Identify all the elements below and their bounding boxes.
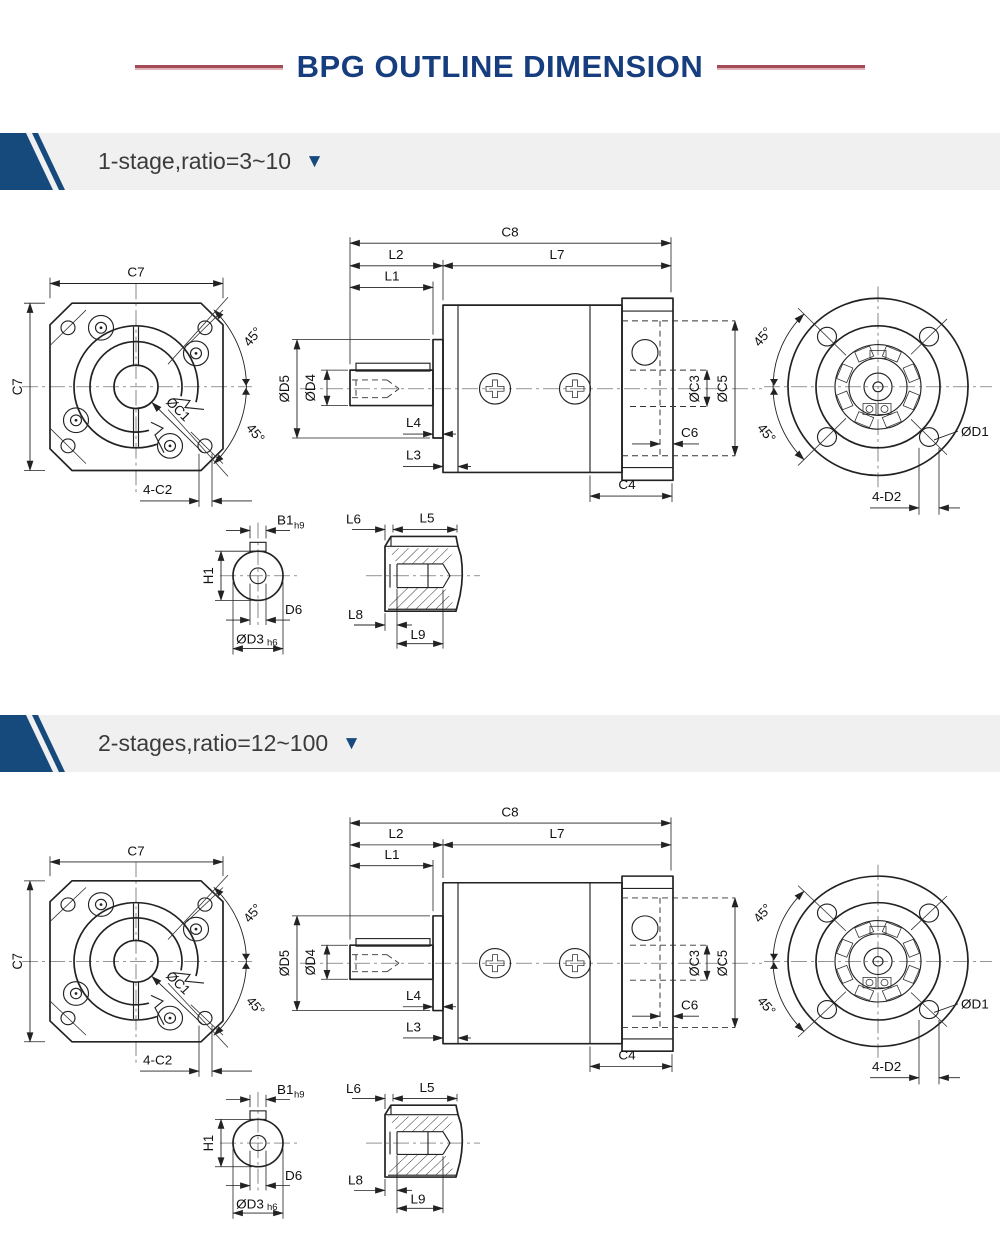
gearbox-outline-drawing: C7 C7 ØC1 4-C2 45° 45° [10, 805, 992, 1219]
dim-label-45-rear-top: 45° [750, 901, 775, 925]
drawing-1stage: C7 C7 ØC1 4-C2 45° 45° [0, 190, 1000, 687]
front-flange-view: C7 C7 ØC1 4-C2 45° 45° [10, 844, 268, 1077]
dim-label-c8: C8 [501, 805, 518, 820]
rear-flange-view: 45° 45° ØD1 4-D2 [750, 864, 992, 1085]
dim-label-l9: L9 [410, 627, 425, 642]
dim-label-l6: L6 [346, 1081, 361, 1096]
shaft-cross-section-view: B1 h9 H1 D6 ØD3 h6 [201, 513, 305, 655]
dim-label-c6: C6 [681, 425, 698, 440]
dim-label-45-rear-bottom: 45° [754, 994, 779, 1018]
dim-label-l3: L3 [406, 448, 421, 463]
side-section-view: C8 L2 L7 L1 ØD5 ØD4 L4 L3 ØC3 ØC5 C6 [277, 805, 762, 1073]
section-label: 1-stage,ratio=3~10 [98, 148, 292, 174]
collapse-arrow-icon[interactable]: ▼ [305, 151, 324, 172]
dim-label-d4: ØD4 [303, 374, 318, 402]
dim-label-d1: ØD1 [961, 997, 989, 1012]
dim-label-d6: D6 [285, 1168, 302, 1183]
dim-label-c2: 4-C2 [143, 1053, 172, 1068]
dim-label-l4: L4 [406, 415, 422, 430]
dim-label-l6: L6 [346, 512, 361, 527]
title-rule-right [717, 65, 866, 68]
dim-label-c5: ØC5 [715, 375, 730, 402]
dim-label-c7-left: C7 [10, 953, 25, 969]
dim-label-c8: C8 [501, 224, 518, 239]
dim-label-l5: L5 [419, 511, 434, 526]
dim-label-h1: H1 [201, 1135, 216, 1151]
dim-label-l1: L1 [384, 847, 399, 862]
dim-label-l8: L8 [348, 1173, 363, 1188]
dim-label-b1-tol: h9 [294, 1090, 305, 1100]
dim-label-45-front-bottom: 45° [243, 421, 268, 446]
dim-label-l5: L5 [419, 1080, 434, 1095]
dim-label-c2: 4-C2 [143, 482, 172, 497]
dim-label-d3: ØD3 [236, 632, 264, 647]
dim-label-d4: ØD4 [303, 949, 318, 975]
side-section-view: C8 L2 L7 L1 ØD5 ØD4 L4 L3 ØC3 ØC5 C6 [277, 224, 762, 502]
dim-label-d6: D6 [285, 602, 302, 617]
dim-label-l2: L2 [388, 827, 403, 842]
dim-label-c7-top: C7 [127, 265, 144, 280]
dim-label-l7: L7 [549, 827, 564, 842]
title-bar: BPG OUTLINE DIMENSION [0, 0, 1000, 133]
drawing-2stages: C7 C7 ØC1 4-C2 45° 45° [0, 772, 1000, 1250]
dim-label-c6: C6 [681, 998, 698, 1013]
bearing-cage-slots [836, 345, 920, 429]
collapse-arrow-icon[interactable]: ▼ [342, 733, 361, 754]
dim-label-d5: ØD5 [277, 375, 292, 402]
dim-label-l4: L4 [406, 988, 421, 1003]
dim-label-d3: ØD3 [236, 1197, 264, 1212]
housing-screws [478, 947, 592, 979]
dim-label-d1: ØD1 [961, 424, 989, 439]
front-flange-view: C7 C7 ØC1 4-C2 45° 45° [10, 265, 268, 507]
dim-label-45-rear-top: 45° [750, 324, 775, 349]
section-flag-icon [0, 715, 65, 772]
gearbox-outline-drawing: C7 C7 ØC1 4-C2 45° 45° [10, 224, 992, 655]
section-header-2stages[interactable]: 2-stages,ratio=12~100 ▼ [0, 715, 1000, 772]
dim-label-45-front-top: 45° [240, 324, 265, 349]
dim-label-c7-top: C7 [127, 844, 144, 859]
section-spacer [0, 687, 1000, 715]
dim-label-45-front-top: 45° [240, 901, 265, 925]
dim-label-b1-tol: h9 [294, 520, 305, 531]
title-rule-left [134, 65, 283, 68]
dim-label-h1: H1 [201, 567, 216, 584]
dim-label-l7: L7 [549, 247, 564, 262]
dim-label-d3-tol: h6 [267, 637, 278, 648]
section-header-1stage[interactable]: 1-stage,ratio=3~10 ▼ [0, 133, 1000, 190]
dim-label-d3-tol: h6 [267, 1202, 278, 1212]
dim-label-c4: C4 [618, 1048, 635, 1063]
dim-label-l1: L1 [384, 269, 399, 284]
dim-label-c5: ØC5 [715, 950, 730, 976]
shaft-cross-section-view: B1 h9 H1 D6 ØD3 h6 [201, 1082, 305, 1219]
front-screws [62, 892, 210, 1031]
dim-label-c4: C4 [618, 477, 636, 492]
dim-label-l2: L2 [388, 247, 403, 262]
dim-label-c3: ØC3 [687, 375, 702, 402]
dim-label-l8: L8 [348, 607, 363, 622]
dim-label-d5: ØD5 [277, 950, 292, 976]
dim-label-d2: 4-D2 [872, 1059, 901, 1074]
dim-label-b1: B1 [277, 513, 294, 528]
dim-label-45-rear-bottom: 45° [754, 421, 779, 446]
dim-label-d2: 4-D2 [872, 489, 901, 504]
page-title: BPG OUTLINE DIMENSION [296, 48, 704, 84]
dim-label-l3: L3 [406, 1020, 421, 1035]
section-flag-icon [0, 133, 65, 190]
shaft-end-section-view: L6 L5 L8 L9 [346, 511, 480, 649]
front-screws [62, 314, 210, 459]
dim-label-b1: B1 [277, 1082, 293, 1097]
section-label: 2-stages,ratio=12~100 [98, 730, 329, 756]
dim-label-l9: L9 [410, 1192, 425, 1207]
shaft-end-section-view: L6 L5 L8 L9 [346, 1080, 480, 1214]
rear-flange-view: 45° 45° ØD1 4-D2 [750, 286, 992, 515]
dim-label-45-front-bottom: 45° [243, 994, 268, 1018]
dim-label-c3: ØC3 [687, 950, 702, 976]
housing-screws [478, 372, 592, 405]
dim-label-c7-left: C7 [10, 378, 25, 395]
